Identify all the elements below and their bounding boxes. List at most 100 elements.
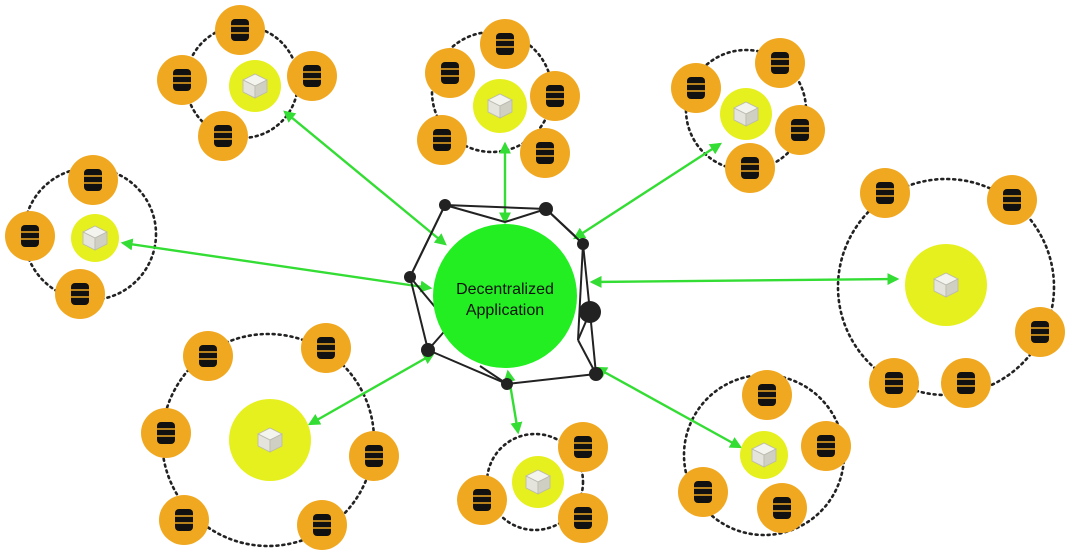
cube-icon [242,73,268,99]
database-icon [441,62,459,84]
block-node-bottom-center [512,456,564,508]
database-icon-body [574,436,592,458]
database-icon-body [473,489,491,511]
mesh-node [404,271,416,283]
database-icon-body [694,481,712,503]
database-node-left-1 [68,155,118,205]
database-icon [303,65,321,87]
database-icon [199,345,217,367]
database-icon-body [546,85,564,107]
database-icon [546,85,564,107]
database-icon [771,52,789,74]
cube-right [745,107,759,127]
database-node-bottom-left-5 [159,495,209,545]
database-node-bottom-right-1 [742,370,792,420]
database-icon-body [1031,321,1049,343]
database-node-bottom-left-1 [183,331,233,381]
database-node-bottom-center-1 [558,422,608,472]
database-icon [817,435,835,457]
database-icon-body [173,69,191,91]
database-icon [574,507,592,529]
blockchain-mesh [404,199,603,390]
block-node-top-left [229,60,281,112]
database-node-bottom-center-2 [457,475,507,525]
database-icon-body [1003,189,1021,211]
cube-right [763,448,777,468]
database-icon-body [84,169,102,191]
database-node-bottom-left-2 [301,323,351,373]
mesh-node [577,238,589,250]
database-node-bottom-right-2 [801,421,851,471]
database-node-right-4 [941,358,991,408]
database-icon-body [313,514,331,536]
mesh-edge [504,208,547,223]
arrow-top-left [283,110,447,246]
database-icon [473,489,491,511]
database-icon [687,77,705,99]
arrow-bottom-left [307,352,436,426]
database-icon-body [365,445,383,467]
database-icon-body [21,225,39,247]
block-node-left [71,214,119,262]
database-icon-body [231,19,249,41]
database-icon [694,481,712,503]
mesh-node [579,301,601,323]
database-icon [365,445,383,467]
cube-right [94,231,108,251]
database-node-bottom-left-6 [297,500,347,550]
database-icon-body [214,125,232,147]
mesh-edge [409,204,446,278]
database-icon-body [536,142,554,164]
database-node-right-1 [860,168,910,218]
cube-icon [525,469,551,495]
database-icon-body [771,52,789,74]
database-icon [173,69,191,91]
database-node-top-left-2 [157,55,207,105]
database-node-top-center-3 [530,71,580,121]
database-node-left-2 [5,211,55,261]
database-node-top-left-4 [198,111,248,161]
database-icon [536,142,554,164]
database-node-bottom-left-4 [349,431,399,481]
cube-right [269,433,283,453]
cube-right [254,79,268,99]
block-node-bottom-right [740,431,788,479]
database-node-bottom-right-3 [678,467,728,517]
database-icon-body [303,65,321,87]
database-icon-body [317,337,335,359]
database-icon-body [957,372,975,394]
block-node-top-center [473,79,527,133]
database-icon [1003,189,1021,211]
block-node-bottom-left [229,399,311,481]
cluster-nodes [5,5,1065,550]
database-icon [741,157,759,179]
database-icon-body [157,422,175,444]
database-node-top-left-1 [215,5,265,55]
database-icon [175,509,193,531]
database-node-top-right-4 [725,143,775,193]
cube-right [945,278,959,298]
database-node-top-right-3 [775,105,825,155]
database-icon [71,283,89,305]
database-icon [214,125,232,147]
database-icon-body [199,345,217,367]
database-icon [313,514,331,536]
database-node-left-3 [55,269,105,319]
database-node-right-3 [1015,307,1065,357]
database-node-top-center-5 [520,128,570,178]
database-icon [574,436,592,458]
database-icon-body [496,33,514,55]
mesh-node [439,199,451,211]
database-node-bottom-left-3 [141,408,191,458]
database-icon-body [441,62,459,84]
database-node-top-center-1 [425,48,475,98]
database-node-top-center-4 [417,115,467,165]
database-node-top-right-1 [671,63,721,113]
mesh-edge [582,243,591,313]
database-icon [21,225,39,247]
database-icon-body [876,182,894,204]
cube-icon [733,101,759,127]
database-icon [84,169,102,191]
connection-arrows [120,110,900,449]
